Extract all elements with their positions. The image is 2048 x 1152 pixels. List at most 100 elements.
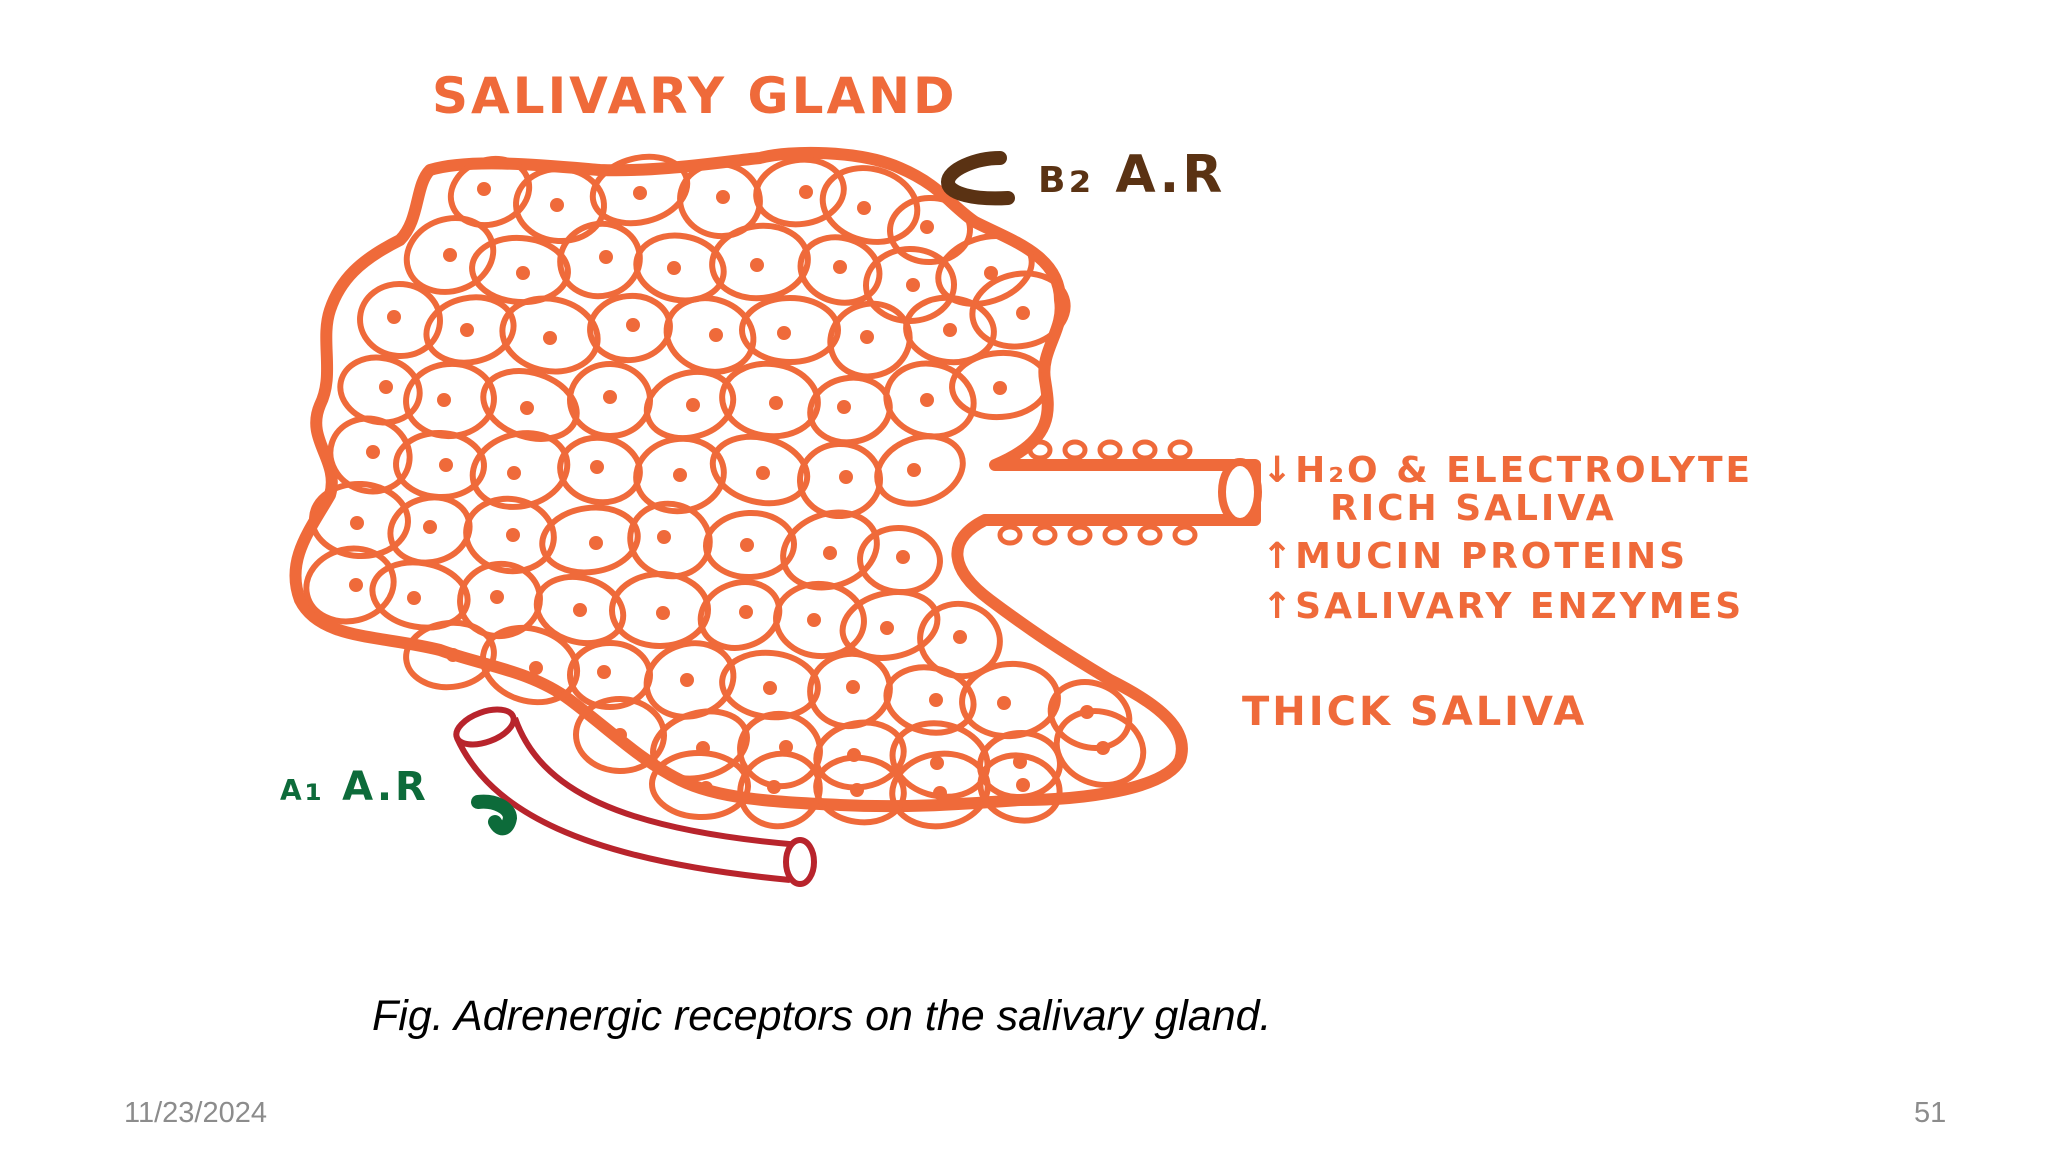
gland-cell: [949, 349, 1051, 421]
cell-nucleus: [460, 323, 474, 337]
gland-cell: [819, 165, 921, 245]
cell-nucleus: [490, 590, 504, 604]
cell-nucleus: [437, 393, 451, 407]
cell-nucleus: [929, 693, 943, 707]
cell-nucleus: [543, 331, 557, 345]
gland-cell: [633, 232, 727, 304]
gland-cell: [533, 573, 627, 647]
cell-nucleus: [673, 468, 687, 482]
cell-nucleus: [857, 201, 871, 215]
gland-cell: [753, 156, 847, 228]
gland-cell: [977, 752, 1063, 824]
cell-nucleus: [709, 328, 723, 342]
cell-nucleus: [777, 326, 791, 340]
gland-cell: [797, 234, 883, 306]
cell-nucleus: [833, 260, 847, 274]
gland-cell: [887, 194, 973, 266]
cell-nucleus: [880, 621, 894, 635]
cell-nucleus: [1016, 306, 1030, 320]
cell-nucleus: [739, 605, 753, 619]
cell-nucleus: [387, 310, 401, 324]
gland-cell: [403, 619, 497, 691]
gland-cell: [327, 415, 413, 495]
gland-cell: [773, 580, 867, 660]
gland-cells: [303, 153, 1147, 830]
cell-nucleus: [667, 261, 681, 275]
gland-cell: [709, 222, 811, 302]
cell-nucleus: [920, 393, 934, 407]
gland-cell: [889, 750, 991, 830]
figure-caption: Fig. Adrenergic receptors on the salivar…: [372, 992, 1272, 1040]
gland-cell: [303, 545, 397, 625]
cell-nucleus: [1096, 741, 1110, 755]
cell-nucleus: [613, 728, 627, 742]
effect-line-3: ↑MUCIN PROTEINS: [1262, 536, 1688, 577]
cell-nucleus: [599, 250, 613, 264]
cell-nucleus: [907, 463, 921, 477]
slide-number: 51: [1914, 1097, 1947, 1129]
blood-vessel: [453, 706, 817, 887]
gland-cell: [513, 165, 607, 245]
cell-nucleus: [597, 665, 611, 679]
cell-nucleus: [1016, 778, 1030, 792]
effect-line-4: ↑SALIVARY ENZYMES: [1262, 586, 1744, 627]
cell-nucleus: [443, 248, 457, 262]
alpha1-receptor-icon: [471, 794, 518, 836]
cell-nucleus: [930, 756, 944, 770]
gland-cell: [309, 480, 411, 560]
cell-nucleus: [943, 323, 957, 337]
gland-cell: [903, 294, 997, 366]
effect-line-2: RICH SALIVA: [1330, 488, 1617, 529]
cell-nucleus: [993, 381, 1007, 395]
gland-cell: [883, 664, 977, 736]
diagram-title: SALIVARY GLAND: [432, 67, 958, 125]
cell-nucleus: [906, 278, 920, 292]
cell-nucleus: [716, 190, 730, 204]
cell-nuclei: [349, 182, 1110, 800]
cell-nucleus: [933, 786, 947, 800]
cell-nucleus: [920, 220, 934, 234]
cell-nucleus: [656, 606, 670, 620]
cell-nucleus: [769, 396, 783, 410]
beta2-receptor-label: β₂ A.R: [1038, 145, 1225, 205]
cell-nucleus: [657, 530, 671, 544]
cell-nucleus: [506, 528, 520, 542]
gland-cell: [935, 233, 1035, 307]
cell-nucleus: [740, 538, 754, 552]
gland-cell: [813, 754, 907, 826]
cell-nucleus: [507, 466, 521, 480]
gland-cell: [557, 434, 643, 506]
gland-cell: [874, 433, 966, 507]
cell-nucleus: [763, 681, 777, 695]
gland-cell: [463, 495, 557, 575]
result-label: THICK SALIVA: [1242, 689, 1587, 735]
cell-nucleus: [446, 648, 460, 662]
cell-nucleus: [699, 781, 713, 795]
cell-nucleus: [860, 330, 874, 344]
gland-outline: [289, 146, 1261, 813]
cell-nucleus: [626, 318, 640, 332]
cell-nucleus: [680, 673, 694, 687]
cell-nucleus: [799, 185, 813, 199]
gland-cell: [813, 719, 907, 791]
cell-nucleus: [750, 258, 764, 272]
cell-nucleus: [767, 780, 781, 794]
cell-nucleus: [350, 516, 364, 530]
cell-nucleus: [1080, 705, 1094, 719]
cell-nucleus: [807, 613, 821, 627]
cell-nucleus: [439, 458, 453, 472]
cell-nucleus: [590, 460, 604, 474]
cell-nucleus: [349, 578, 363, 592]
gland-cell: [863, 245, 957, 325]
cell-nucleus: [516, 266, 530, 280]
gland-cell: [573, 695, 667, 775]
slide-date: 11/23/2024: [124, 1097, 267, 1129]
cell-nucleus: [633, 186, 647, 200]
cell-nucleus: [953, 630, 967, 644]
gland-cell: [643, 368, 737, 442]
cell-nucleus: [997, 696, 1011, 710]
gland-cell: [839, 589, 941, 661]
cell-nucleus: [407, 591, 421, 605]
cell-nucleus: [589, 536, 603, 550]
cell-nucleus: [573, 603, 587, 617]
